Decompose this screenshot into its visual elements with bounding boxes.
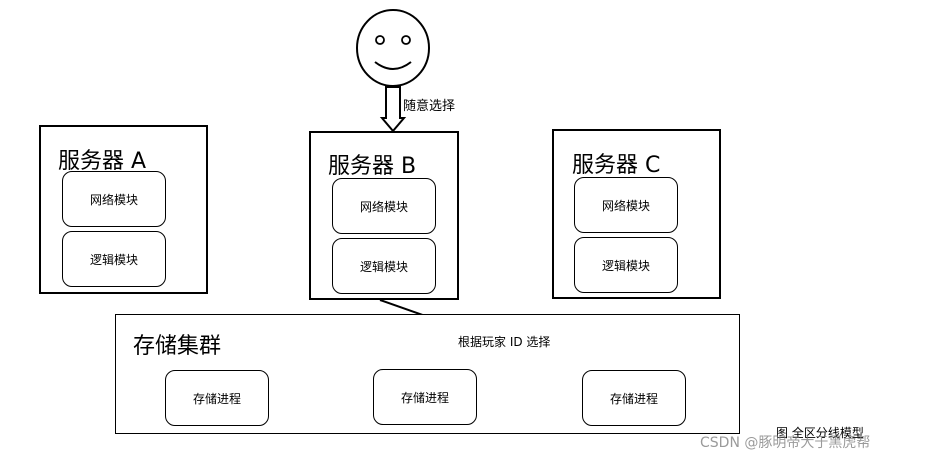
server-a-network-module: 网络模块 [62, 171, 166, 227]
server-a-logic-module: 逻辑模块 [62, 231, 166, 287]
server-b-title: 服务器 B [328, 154, 417, 179]
user-smiley-icon [356, 9, 430, 87]
server-c-title: 服务器 C [572, 153, 661, 178]
figure-caption: 图 全区分线模型 [776, 426, 864, 440]
server-c-network-module: 网络模块 [574, 177, 678, 233]
storage-process-2: 存储进程 [373, 369, 477, 425]
server-b-logic-module: 逻辑模块 [332, 238, 436, 294]
random-select-arrow [379, 86, 407, 133]
server-a-title: 服务器 A [58, 149, 147, 174]
storage-cluster-title: 存储集群 [133, 334, 222, 359]
random-select-label: 随意选择 [403, 99, 456, 114]
player-id-select-label: 根据玩家 ID 选择 [458, 335, 551, 349]
server-c-logic-module: 逻辑模块 [574, 237, 678, 293]
server-b-network-module: 网络模块 [332, 178, 436, 234]
csdn-watermark: CSDN @豚明帝大于黑虎帮 [700, 435, 871, 451]
storage-process-3: 存储进程 [582, 370, 686, 426]
storage-process-1: 存储进程 [165, 370, 269, 426]
